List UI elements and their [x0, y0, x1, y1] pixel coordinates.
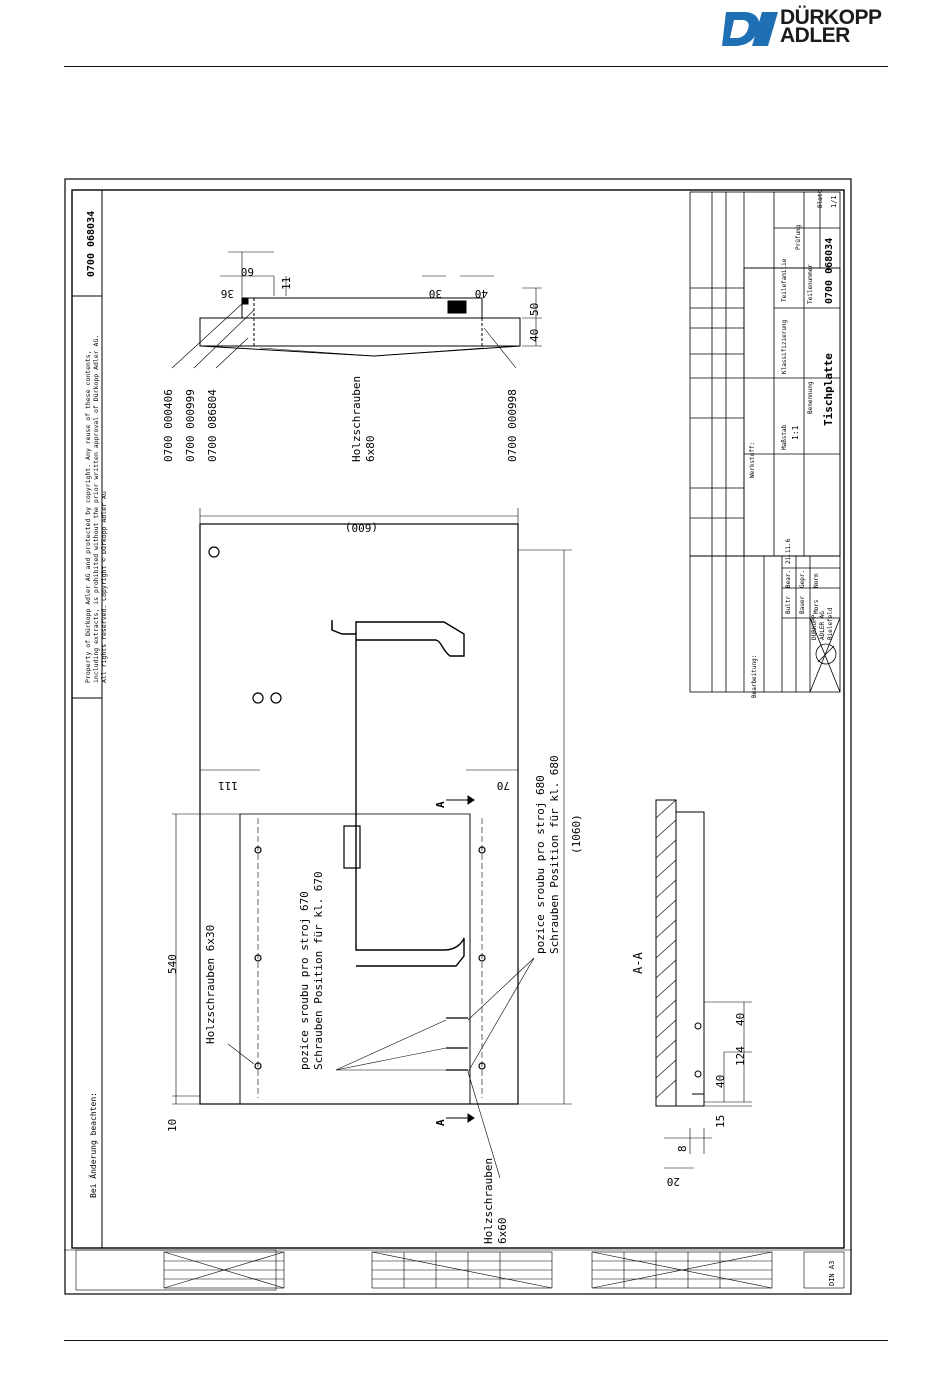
dim-60: 60: [241, 265, 254, 278]
title-norm: Norm: [813, 573, 820, 588]
title-designation-label: Benennung: [807, 381, 814, 414]
brand-logo: [722, 8, 892, 48]
part-number-1: 0700 000406: [162, 389, 175, 462]
footer-rule: [64, 1340, 888, 1341]
dim-sec-15: 15: [714, 1115, 727, 1128]
brand-name: DÜRKOPP ADLER: [780, 6, 882, 47]
note-de-680: Schrauben Position für kl. 680: [548, 755, 561, 954]
section-markers: [446, 795, 475, 1123]
change-note: Bei Änderung beachten:: [88, 1092, 98, 1198]
screw-label-6x80-1: Holzschrauben: [350, 376, 363, 462]
dim-11: 11: [280, 277, 293, 290]
dim-50: 50: [528, 303, 541, 316]
dim-sec-20: 20: [667, 1175, 680, 1188]
copyright-line-2: including extracts, is prohibited withou…: [92, 335, 100, 683]
company-line-1: DÜRKOPP: [811, 614, 818, 640]
title-designation: Tischplatte: [822, 353, 835, 426]
dim-70: 70: [497, 779, 510, 792]
brand-line-2: ADLER: [780, 24, 850, 47]
dim-30: 30: [429, 287, 442, 300]
title-part-label: Teilenummer: [807, 264, 814, 304]
title-check-label: Prüfung: [795, 224, 802, 250]
title-material-label: Werkstoff:: [749, 442, 756, 478]
copyright-line-3: All rights reserved. Copyright © Dürkopp…: [100, 491, 108, 683]
dim-540: 540: [166, 954, 179, 974]
dim-sec-8: 8: [676, 1145, 689, 1152]
title-date: 21.11.6: [785, 538, 792, 564]
note-de-670: Schrauben Position für kl. 670: [312, 871, 325, 1070]
part-number-4: 0700 000998: [506, 389, 519, 462]
note-leaders: [335, 957, 535, 1179]
copyright-line-1: Property of Dürkopp Adler AG and protect…: [84, 350, 92, 683]
side-view: [199, 297, 521, 357]
title-scale-label: Maßstab: [781, 424, 788, 450]
screw-label-6x30: Holzschrauben 6x30: [204, 925, 217, 1044]
dim-600: (600): [345, 521, 378, 534]
header-rule: [64, 66, 888, 67]
part-number-2: 0700 000999: [184, 389, 197, 462]
doc-number-vertical: 0700 068034: [86, 211, 97, 277]
dim-111: 111: [218, 779, 238, 792]
section-mark-bottom: A: [434, 1119, 447, 1126]
company-line-3: Bielefeld: [827, 607, 834, 640]
screw-label-6x80-2: 6x80: [364, 436, 377, 463]
section-view: [655, 799, 705, 1107]
title-name-2: Bauer: [799, 596, 806, 614]
dim-40-side: 40: [528, 329, 541, 342]
sheet-frame: [64, 178, 852, 1295]
brand-mark-icon: [722, 12, 778, 46]
title-scale: 1:1: [791, 425, 800, 440]
title-name-3: Mors: [813, 599, 820, 614]
section-title: A-A: [631, 952, 645, 974]
title-sheet: 1/1: [830, 195, 838, 208]
section-dims: [664, 1001, 752, 1169]
brand-line-1: DÜRKOPP: [780, 6, 882, 29]
technical-drawing: 0700 068034 Property of Dürkopp Adler AG…: [64, 178, 852, 1295]
side-dims: [220, 251, 542, 347]
dim-36: 36: [221, 287, 234, 300]
dim-sec-40-b: 40: [714, 1075, 727, 1088]
title-part-number: 0700 068034: [824, 238, 835, 304]
note-cz-670: pozice sroubu pro stroj 670: [298, 891, 311, 1070]
title-classification-label: Klassifizierung: [781, 319, 788, 374]
screw-label-6x60-1: Holzschrauben: [482, 1158, 495, 1244]
dim-sec-40-a: 40: [734, 1013, 747, 1026]
section-mark-top: A: [434, 801, 447, 808]
title-family-label: Teilefamilie: [781, 258, 788, 302]
title-block: [689, 191, 841, 693]
title-gepr: Gepr.: [799, 570, 806, 588]
revision-tables: [75, 1249, 845, 1291]
title-bear: Bear.: [785, 570, 792, 588]
title-sheet-label: Blatt: [817, 190, 824, 208]
company-line-2: ADLER AG: [819, 611, 826, 640]
dim-sec-124: 124: [734, 1046, 747, 1066]
table-plate: [199, 523, 519, 1105]
note-cz-680: pozice sroubu pro stroj 680: [534, 775, 547, 954]
screw-label-6x60-2: 6x60: [496, 1218, 509, 1245]
main-dims: [172, 508, 572, 1105]
title-name-1: Bultr: [785, 596, 792, 614]
part-leaders: [171, 301, 517, 369]
dim-10: 10: [166, 1119, 179, 1132]
inner-frame: [71, 189, 845, 1249]
dim-1060: (1060): [570, 814, 583, 854]
dim-40-top: 40: [475, 287, 488, 300]
std-note: DIN A3: [828, 1261, 836, 1286]
part-number-3: 0700 086804: [206, 389, 219, 462]
title-processing-label: Bearbeitung:: [751, 655, 758, 698]
